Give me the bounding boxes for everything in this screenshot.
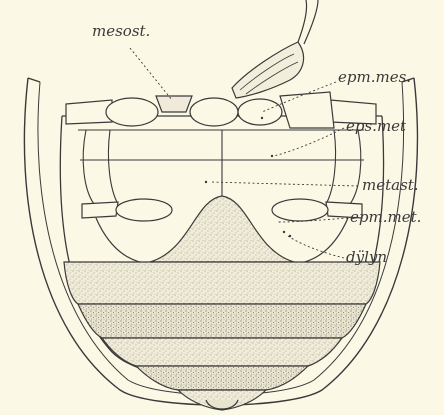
leader-mesost — [130, 48, 172, 100]
leader-metast — [210, 182, 358, 186]
label-epm-met: epm.met. — [350, 210, 421, 225]
label-metast: metast. — [362, 178, 419, 193]
leader-eps-met — [274, 128, 344, 156]
abdominal-mound — [150, 196, 294, 262]
label-mesost: mesost. — [92, 24, 150, 39]
metasternum — [78, 130, 364, 204]
abdominal-segments — [64, 262, 380, 410]
label-dylyn: dÿlyn — [346, 250, 387, 265]
label-epm-mes: epm.mes. — [338, 70, 411, 85]
label-eps-met: eps.met — [346, 119, 406, 134]
mesosternum-row — [66, 92, 376, 128]
leg-femur — [232, 0, 318, 98]
